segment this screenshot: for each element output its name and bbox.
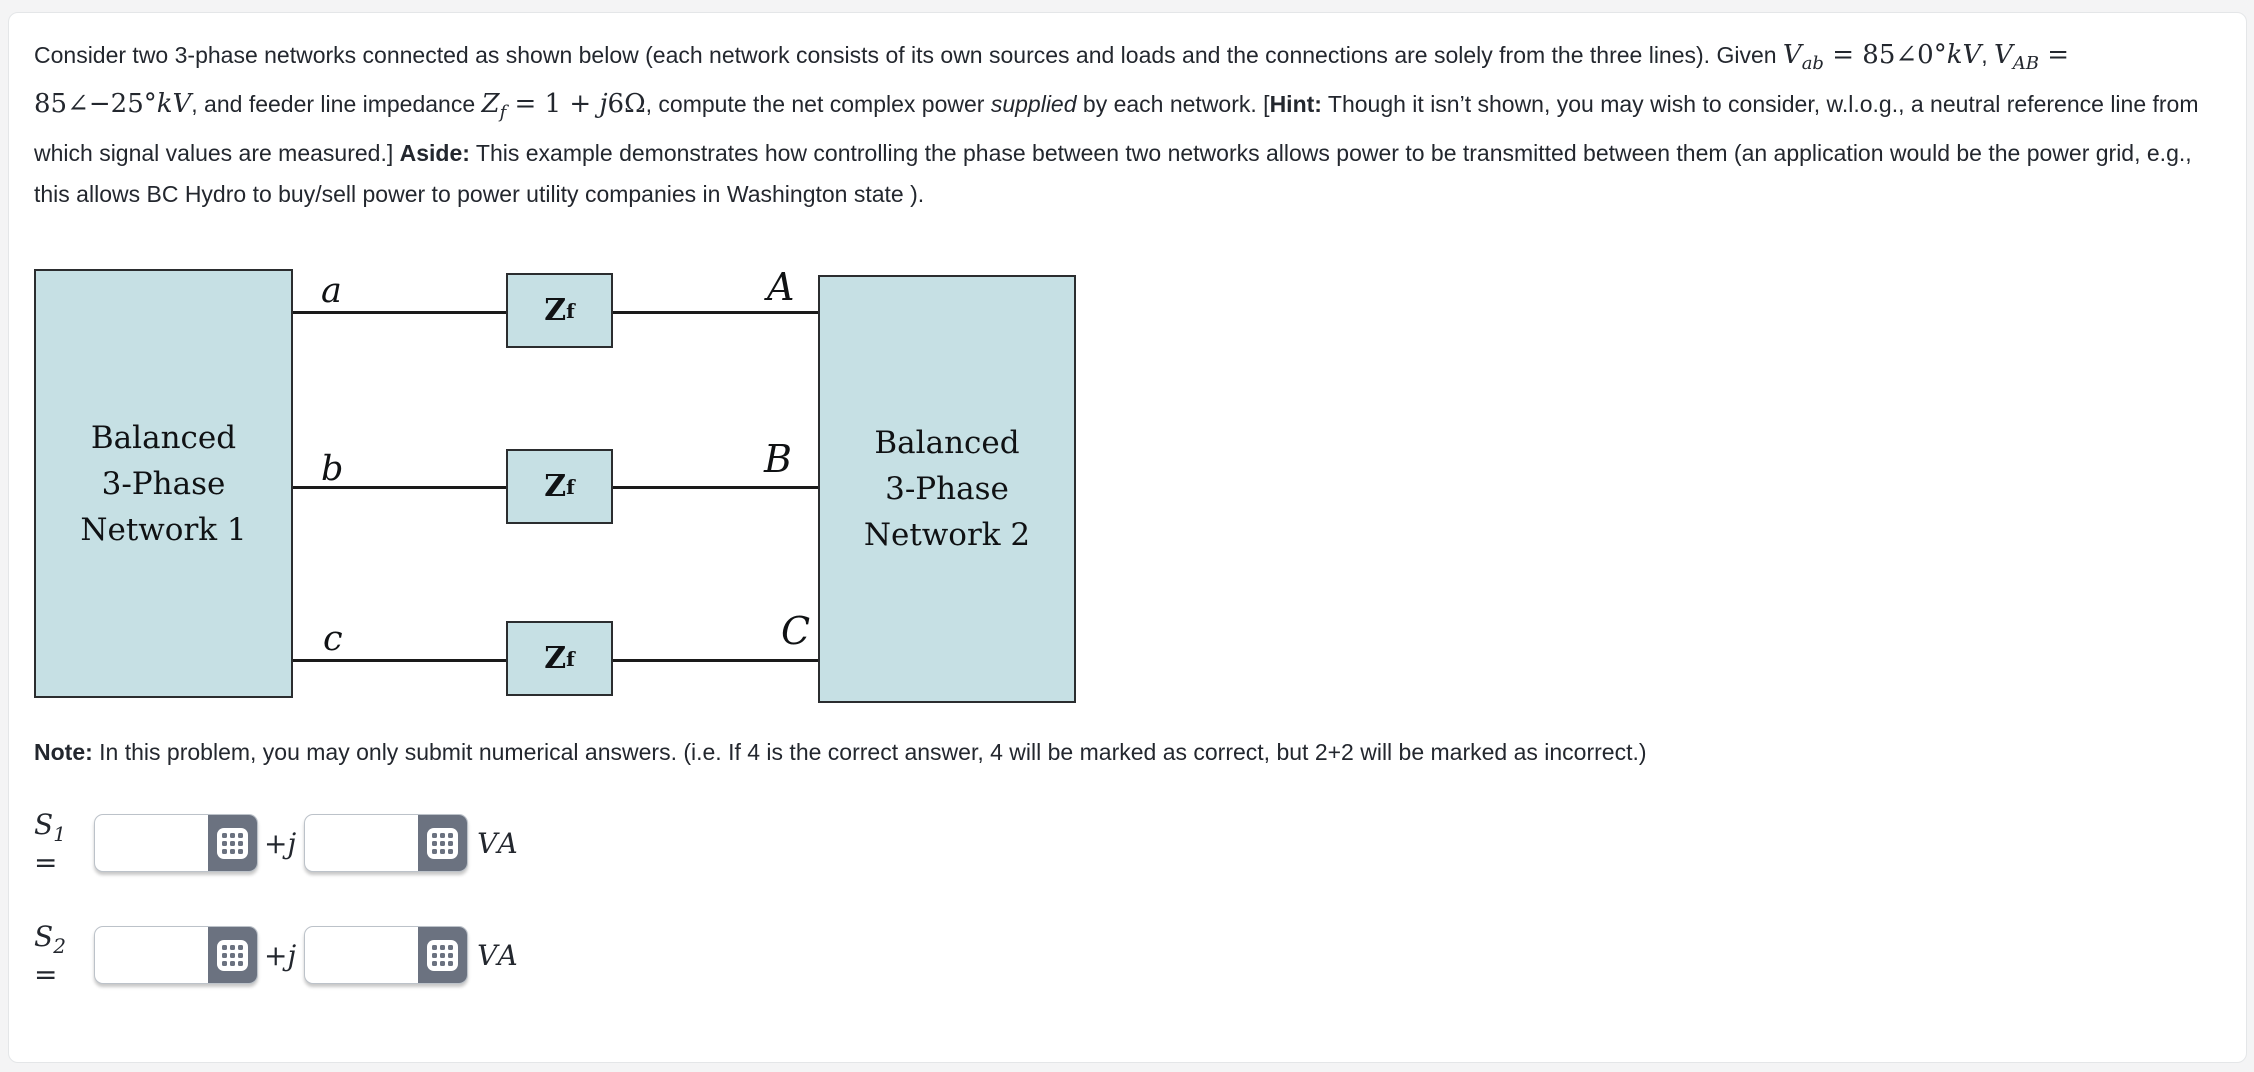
terminal-label-C: C	[781, 609, 811, 653]
note-text: Note: In this problem, you may only subm…	[34, 739, 1647, 765]
keypad-icon	[427, 827, 459, 859]
impedance-symbol: Z	[544, 641, 567, 676]
s2-imag-input-group	[304, 926, 469, 984]
s1-real-keypad-button[interactable]	[208, 815, 257, 871]
network2-label-line2: 3-Phase	[885, 471, 1009, 507]
s1-real-input[interactable]	[95, 815, 208, 871]
s2-real-input[interactable]	[95, 927, 208, 983]
problem-card: Consider two 3-phase networks connected …	[8, 12, 2247, 1063]
terminal-label-B: B	[764, 437, 792, 481]
impedance-symbol: Z	[544, 469, 567, 504]
s2-real-keypad-button[interactable]	[208, 927, 257, 983]
network1-label-line2: 3-Phase	[101, 465, 226, 502]
terminal-label-c: c	[323, 619, 343, 659]
keypad-icon	[427, 939, 459, 971]
circuit-diagram: Balanced 3-Phase Network 1 Balanced 3-Ph…	[34, 265, 1079, 704]
s2-imag-keypad-button[interactable]	[418, 927, 468, 983]
terminal-label-b: b	[321, 449, 344, 489]
impedance-symbol: Z	[544, 293, 567, 328]
s2-label: S2 =	[34, 920, 94, 991]
impedance-subscript: f	[566, 298, 575, 323]
s1-unit-label: VA	[477, 826, 520, 860]
s2-unit-label: VA	[477, 938, 520, 972]
keypad-icon	[217, 827, 248, 859]
network1-label-line3: Network 1	[80, 511, 247, 548]
network2-label-line1: Balanced	[874, 425, 1020, 461]
s2-imag-input[interactable]	[305, 927, 419, 983]
terminal-label-A: A	[767, 265, 795, 309]
impedance-subscript: f	[566, 646, 575, 671]
s2-symbol: S	[34, 919, 54, 953]
s1-plus-j-label: +j	[264, 826, 297, 860]
network1-box: Balanced 3-Phase Network 1	[34, 269, 293, 698]
s1-imag-keypad-button[interactable]	[418, 815, 468, 871]
keypad-icon	[217, 939, 248, 971]
impedance-subscript: f	[566, 474, 575, 499]
s1-subscript: 1	[53, 821, 66, 846]
terminal-label-a: a	[321, 271, 342, 311]
s2-real-input-group	[94, 926, 258, 984]
s1-imag-input-group	[304, 814, 469, 872]
network2-box: Balanced 3-Phase Network 2	[818, 275, 1076, 703]
s2-plus-j-label: +j	[264, 938, 297, 972]
problem-content: Consider two 3-phase networks connected …	[9, 13, 2246, 991]
s1-symbol: S	[34, 807, 54, 841]
s2-equals: =	[34, 957, 58, 991]
s2-subscript: 2	[53, 933, 66, 958]
answer-row-s2: S2 = +j VA	[34, 920, 2222, 991]
answer-row-s1: S1 = +j VA	[34, 808, 2222, 879]
problem-statement: Consider two 3-phase networks connected …	[34, 40, 2199, 207]
s1-imag-input[interactable]	[305, 815, 419, 871]
network1-label-line1: Balanced	[90, 419, 237, 456]
s1-real-input-group	[94, 814, 258, 872]
s1-label: S1 =	[34, 808, 94, 879]
s1-equals: =	[34, 845, 58, 879]
network2-label-line3: Network 2	[863, 517, 1031, 553]
